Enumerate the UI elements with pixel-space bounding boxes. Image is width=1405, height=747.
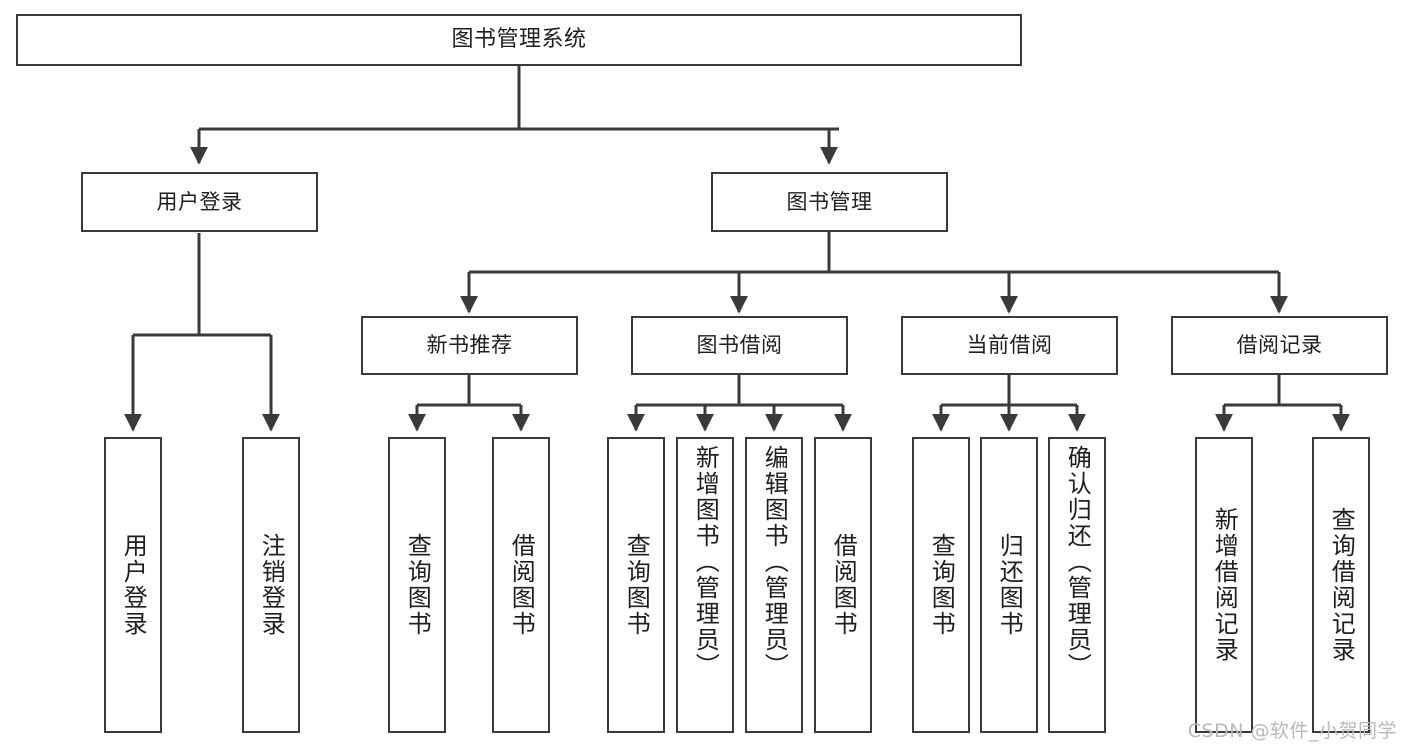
node-book-borrow[interactable]: 图书借阅 (631, 316, 848, 375)
node-label: 当前借阅 (966, 333, 1053, 358)
node-label: 借阅记录 (1236, 333, 1323, 358)
node-leaf-query-book-recommend[interactable]: 查询图书 (388, 437, 446, 733)
node-label: 注销登录 (257, 533, 286, 637)
node-borrow-record[interactable]: 借阅记录 (1171, 316, 1388, 375)
node-leaf-query-book-current[interactable]: 查询图书 (912, 437, 970, 733)
node-leaf-return-book[interactable]: 归还图书 (980, 437, 1038, 733)
node-leaf-add-book-admin[interactable]: 新增图书（管理员） (676, 437, 734, 733)
node-label: 用户登录 (119, 533, 148, 637)
node-label: 新增图书（管理员） (691, 445, 720, 679)
node-user-login[interactable]: 用户登录 (81, 172, 318, 232)
node-leaf-query-borrow-record[interactable]: 查询借阅记录 (1312, 437, 1370, 733)
node-leaf-user-login[interactable]: 用户登录 (104, 437, 162, 733)
node-leaf-add-borrow-record[interactable]: 新增借阅记录 (1195, 437, 1253, 733)
node-label: 查询借阅记录 (1327, 507, 1356, 663)
node-label: 查询图书 (403, 533, 432, 637)
node-label: 归还图书 (995, 533, 1024, 637)
node-new-book-recommend[interactable]: 新书推荐 (361, 316, 578, 375)
node-current-borrow[interactable]: 当前借阅 (901, 316, 1118, 375)
node-leaf-query-book-borrow[interactable]: 查询图书 (607, 437, 665, 733)
node-label: 查询图书 (927, 533, 956, 637)
node-label: 图书管理系统 (451, 27, 587, 53)
node-label: 图书管理 (786, 189, 873, 214)
node-leaf-logout[interactable]: 注销登录 (242, 437, 300, 733)
node-leaf-edit-book-admin[interactable]: 编辑图书（管理员） (745, 437, 803, 733)
node-label: 借阅图书 (507, 533, 536, 637)
node-label: 查询图书 (622, 533, 651, 637)
node-label: 新书推荐 (426, 333, 513, 358)
csdn-watermark: CSDN @软件_小贺同学 (1187, 720, 1397, 742)
node-root-system[interactable]: 图书管理系统 (16, 14, 1022, 66)
node-label: 借阅图书 (829, 533, 858, 637)
node-book-management[interactable]: 图书管理 (711, 172, 948, 232)
node-label: 确认归还（管理员） (1063, 445, 1092, 679)
node-label: 用户登录 (156, 189, 243, 214)
node-label: 图书借阅 (696, 333, 783, 358)
node-label: 新增借阅记录 (1210, 507, 1239, 663)
node-leaf-borrow-book-recommend[interactable]: 借阅图书 (492, 437, 550, 733)
node-leaf-confirm-return-admin[interactable]: 确认归还（管理员） (1048, 437, 1106, 733)
node-label: 编辑图书（管理员） (760, 445, 789, 679)
node-leaf-borrow-book[interactable]: 借阅图书 (814, 437, 872, 733)
